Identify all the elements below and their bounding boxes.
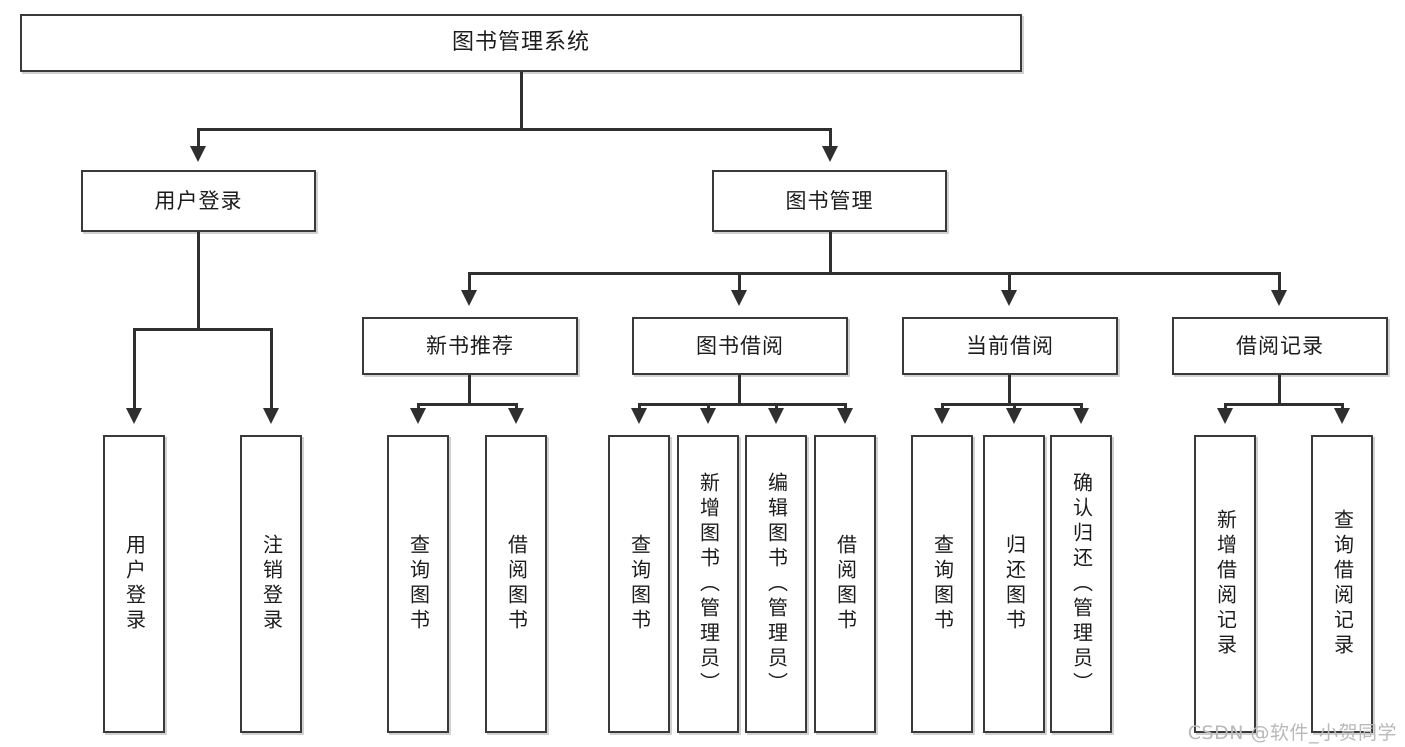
connector-cb-to-leaf-1 [941, 403, 944, 410]
node-label: 借阅图书 [833, 534, 858, 634]
connector-book-borrow-stem [738, 375, 741, 405]
node-label: 查询图书 [627, 534, 652, 634]
arrow-to-book-manage [822, 146, 838, 162]
connector-user-login-right [270, 328, 273, 410]
connector-cb-to-leaf-3 [1080, 403, 1083, 410]
connector-user-login-bus [133, 328, 272, 331]
connector-root-to-user-login [197, 128, 200, 148]
connector-bm-to-current-borrow [1008, 272, 1011, 292]
node-label: 查询借阅记录 [1330, 509, 1355, 659]
node-label: 注销登录 [259, 534, 284, 634]
node-label: 新书推荐 [426, 333, 514, 358]
node-label: 新增图书（管理员） [696, 471, 721, 697]
connector-bm-to-new-book [468, 272, 471, 292]
connector-bb-to-leaf-4 [844, 403, 847, 410]
arrow-to-book-borrow [731, 290, 747, 306]
node-leaf-confirm-return[interactable]: 确认归还（管理员） [1050, 435, 1112, 733]
arrow-to-user-login [190, 146, 206, 162]
arrow-to-leaf-return-book [1006, 408, 1022, 424]
arrow-to-borrow-record [1271, 290, 1287, 306]
node-label: 用户登录 [122, 534, 147, 634]
node-label: 借阅记录 [1236, 333, 1324, 358]
arrow-to-new-book-recommend [461, 290, 477, 306]
node-label: 借阅图书 [504, 534, 529, 634]
arrow-to-leaf-edit-book [768, 408, 784, 424]
connector-root-bus [197, 128, 830, 131]
node-user-login[interactable]: 用户登录 [81, 170, 316, 232]
arrow-to-leaf-user-logout [263, 408, 279, 424]
arrow-to-leaf-borrow-book-2 [837, 408, 853, 424]
node-label: 编辑图书（管理员） [764, 471, 789, 697]
node-leaf-user-logout[interactable]: 注销登录 [240, 435, 302, 733]
node-leaf-add-book[interactable]: 新增图书（管理员） [677, 435, 739, 733]
node-leaf-return-book[interactable]: 归还图书 [983, 435, 1045, 733]
node-label: 图书管理系统 [451, 30, 590, 56]
connector-bb-to-leaf-3 [775, 403, 778, 410]
node-root-system[interactable]: 图书管理系统 [20, 14, 1022, 72]
connector-cb-to-leaf-2 [1013, 403, 1016, 410]
connector-new-book-stem [468, 375, 471, 405]
connector-bm-to-book-borrow [738, 272, 741, 292]
arrow-to-leaf-query-book-1 [410, 408, 426, 424]
connector-new-book-bus [417, 403, 518, 406]
node-label: 归还图书 [1002, 534, 1027, 634]
node-label: 图书借阅 [696, 333, 784, 358]
node-label: 新增借阅记录 [1213, 509, 1238, 659]
arrow-to-leaf-borrow-book-1 [508, 408, 524, 424]
watermark-text: CSDN @软件_小贺同学 [1187, 722, 1397, 744]
arrow-to-leaf-query-record [1334, 408, 1350, 424]
connector-book-borrow-bus [638, 403, 846, 406]
node-leaf-query-book-2[interactable]: 查询图书 [608, 435, 670, 733]
connector-user-login-stem [197, 232, 200, 330]
connector-borrow-record-stem [1278, 375, 1281, 405]
arrow-to-leaf-query-book-2 [631, 408, 647, 424]
connector-bm-to-borrow-record [1278, 272, 1281, 292]
arrow-to-leaf-confirm-return [1073, 408, 1089, 424]
node-new-book-recommend[interactable]: 新书推荐 [362, 317, 578, 375]
connector-bb-to-leaf-2 [707, 403, 710, 410]
arrow-to-leaf-query-book-3 [934, 408, 950, 424]
node-book-borrow[interactable]: 图书借阅 [632, 317, 848, 375]
arrow-to-current-borrow [1001, 290, 1017, 306]
arrow-to-leaf-add-book [700, 408, 716, 424]
node-leaf-query-book-3[interactable]: 查询图书 [911, 435, 973, 733]
connector-nb-to-leaf-2 [515, 403, 518, 410]
node-leaf-borrow-book-2[interactable]: 借阅图书 [814, 435, 876, 733]
node-leaf-user-login[interactable]: 用户登录 [103, 435, 165, 733]
node-leaf-add-record[interactable]: 新增借阅记录 [1194, 435, 1256, 733]
connector-current-borrow-bus [941, 403, 1080, 406]
connector-current-borrow-stem [1008, 375, 1011, 405]
node-label: 用户登录 [154, 188, 243, 213]
node-leaf-query-record[interactable]: 查询借阅记录 [1311, 435, 1373, 733]
node-label: 查询图书 [930, 534, 955, 634]
node-label: 图书管理 [785, 188, 874, 213]
node-borrow-record[interactable]: 借阅记录 [1172, 317, 1388, 375]
connector-user-login-left [133, 328, 136, 410]
connector-root-stem [520, 72, 523, 130]
node-label: 当前借阅 [966, 333, 1054, 358]
connector-book-manage-stem [829, 232, 832, 274]
connector-bb-to-leaf-1 [638, 403, 641, 410]
connector-br-to-leaf-1 [1224, 403, 1227, 410]
connector-br-to-leaf-2 [1341, 403, 1344, 410]
node-current-borrow[interactable]: 当前借阅 [902, 317, 1118, 375]
connector-book-manage-bus [468, 272, 1280, 275]
connector-borrow-record-bus [1224, 403, 1341, 406]
node-label: 查询图书 [406, 534, 431, 634]
arrow-to-leaf-add-record [1217, 408, 1233, 424]
node-book-manage[interactable]: 图书管理 [712, 170, 947, 232]
node-leaf-edit-book[interactable]: 编辑图书（管理员） [745, 435, 807, 733]
node-leaf-borrow-book-1[interactable]: 借阅图书 [485, 435, 547, 733]
node-leaf-query-book-1[interactable]: 查询图书 [387, 435, 449, 733]
arrow-to-leaf-user-login [126, 408, 142, 424]
connector-root-to-book-manage [829, 128, 832, 148]
node-label: 确认归还（管理员） [1069, 471, 1094, 697]
connector-nb-to-leaf-1 [417, 403, 420, 410]
